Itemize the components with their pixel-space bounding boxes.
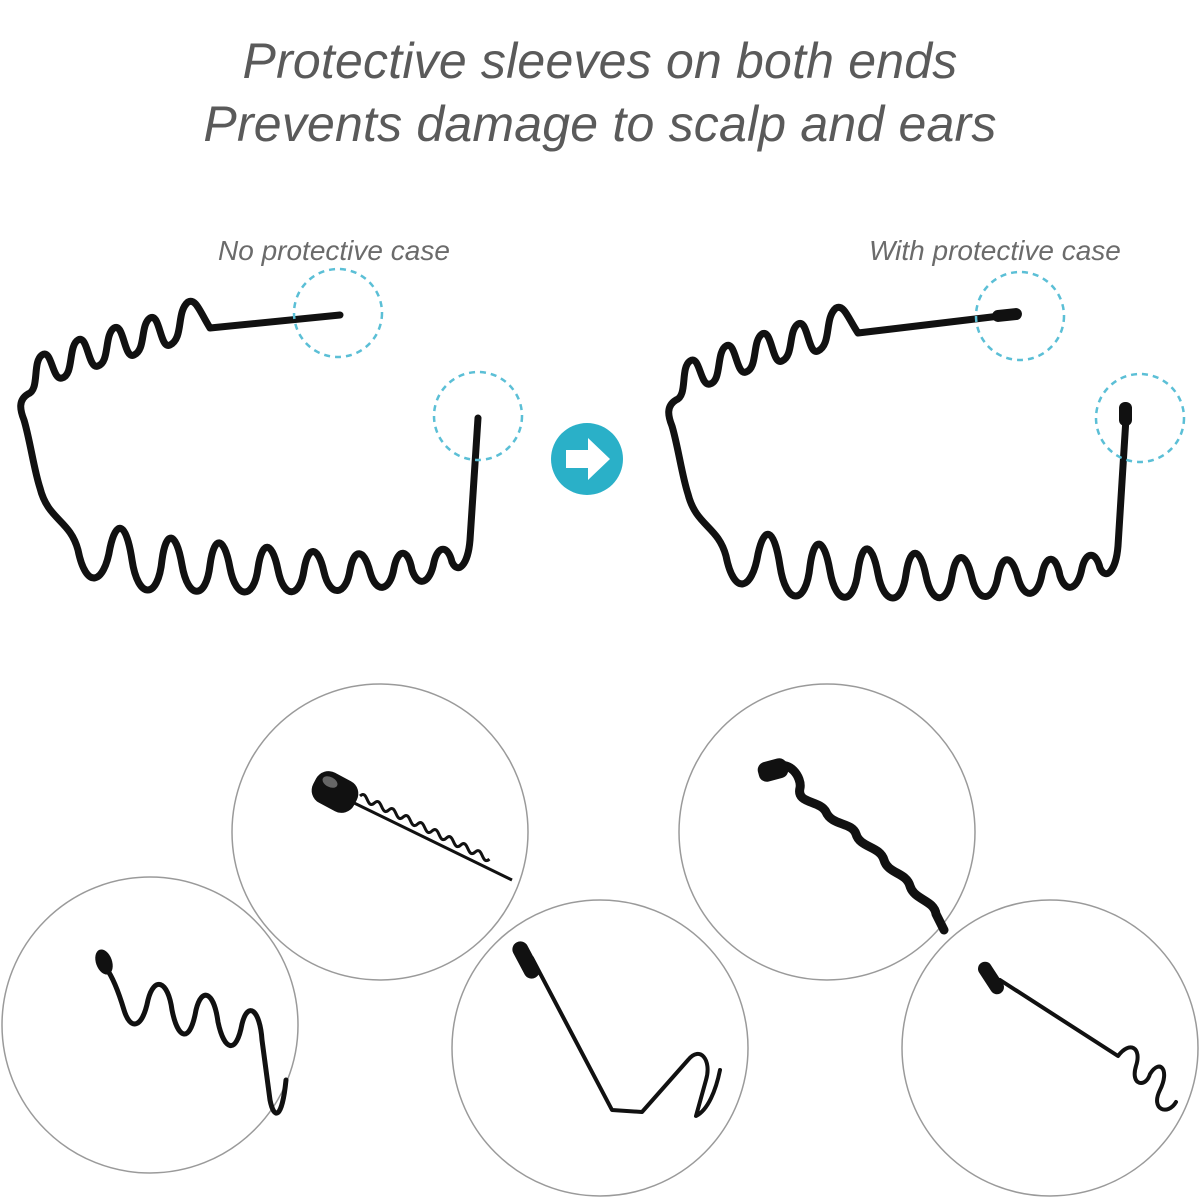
headband-with-case xyxy=(665,303,1130,602)
headline-line-2: Prevents damage to scalp and ears xyxy=(203,96,997,152)
caption-with-protective-case: With protective case xyxy=(869,235,1121,266)
headband-without-case xyxy=(17,297,482,596)
end-cap-top xyxy=(992,308,1022,322)
highlight-circle-left-top xyxy=(292,267,384,359)
highlight-circle-left-side xyxy=(432,370,524,462)
arrow-right-icon xyxy=(551,423,623,495)
spiral-tip-closeup-icon xyxy=(678,683,976,981)
spring-tip-closeup-icon xyxy=(231,683,529,981)
headline-line-1: Protective sleeves on both ends xyxy=(242,33,958,89)
straight-tip-closeup-icon xyxy=(451,899,749,1197)
wavy-tip-closeup-icon xyxy=(1,876,299,1174)
capped-wave-closeup-icon xyxy=(901,899,1199,1197)
end-cap-side xyxy=(1119,402,1132,426)
highlight-circle-right-top xyxy=(974,270,1066,362)
highlight-circle-right-side xyxy=(1094,372,1186,464)
caption-no-protective-case: No protective case xyxy=(218,235,450,266)
